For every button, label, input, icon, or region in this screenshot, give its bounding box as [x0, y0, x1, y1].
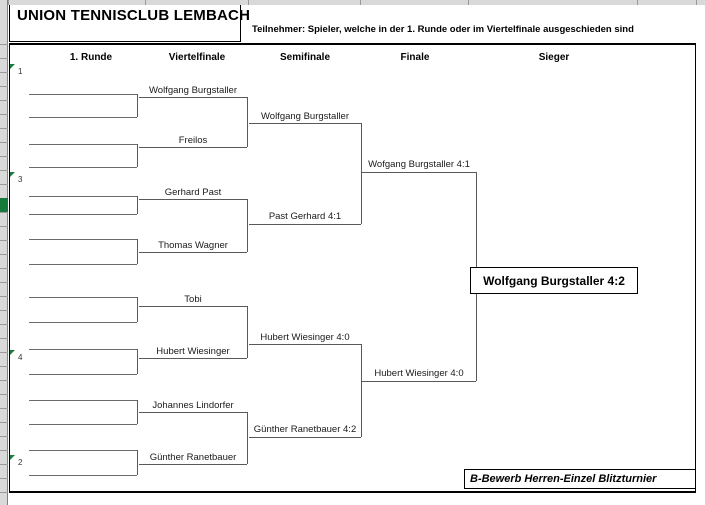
quarterfinal-connector-3	[247, 306, 248, 358]
quarterfinal-line-8	[139, 464, 247, 465]
quarterfinal-connector-1	[247, 97, 248, 147]
quarterfinal-connector-4	[247, 412, 248, 464]
round1-slot-line-11[interactable]	[29, 349, 137, 350]
semifinal-player-4[interactable]: Günther Ranetbauer 4:2	[253, 424, 357, 435]
error-triangle-icon	[10, 350, 15, 355]
column-header-runde1: 1. Runde	[69, 52, 113, 63]
seed-marker-2: 2	[10, 455, 36, 469]
round1-connector-1	[137, 94, 138, 117]
round1-slot-line-13[interactable]	[29, 400, 137, 401]
error-triangle-icon	[10, 455, 15, 460]
round1-slot-line-15[interactable]	[29, 450, 137, 451]
round1-slot-line-6[interactable]	[29, 214, 137, 215]
round1-connector-5	[137, 297, 138, 322]
final-player-2[interactable]: Hubert Wiesinger 4:0	[374, 368, 464, 379]
winner-box[interactable]: Wolfgang Burgstaller 4:2	[470, 267, 638, 294]
semifinal-connector-2	[361, 344, 362, 437]
row-header-gutter[interactable]	[0, 0, 8, 505]
semifinal-line-1	[249, 123, 361, 124]
round1-slot-line-10[interactable]	[29, 322, 137, 323]
quarterfinal-line-3	[139, 199, 247, 200]
round1-slot-line-2[interactable]	[29, 117, 137, 118]
quarterfinal-line-6	[139, 358, 247, 359]
header-divider	[9, 43, 696, 45]
semifinal-line-4	[249, 437, 361, 438]
semifinal-line-3	[249, 344, 361, 345]
round1-slot-line-16[interactable]	[29, 475, 137, 476]
seed-marker-1: 1	[10, 64, 36, 78]
quarterfinal-player-4[interactable]: Thomas Wagner	[158, 240, 228, 251]
quarterfinal-line-4	[139, 252, 247, 253]
round1-slot-line-4[interactable]	[29, 167, 137, 168]
seed-marker-3: 3	[10, 172, 36, 186]
round1-slot-line-1[interactable]	[29, 94, 137, 95]
quarterfinal-player-1[interactable]: Wolfgang Burgstaller	[148, 85, 237, 96]
seed-number: 1	[18, 67, 23, 76]
round1-connector-6	[137, 349, 138, 374]
seed-marker-4: 4	[10, 350, 36, 364]
column-header-sieger: Sieger	[538, 52, 570, 63]
round1-connector-3	[137, 196, 138, 214]
seed-number: 2	[18, 458, 23, 467]
round1-slot-line-9[interactable]	[29, 297, 137, 298]
tournament-type-label: B-Bewerb Herren-Einzel Blitzturnier	[470, 473, 657, 485]
round1-slot-line-3[interactable]	[29, 144, 137, 145]
column-header-finale: Finale	[400, 52, 430, 63]
quarterfinal-line-5	[139, 306, 247, 307]
round1-slot-line-8[interactable]	[29, 264, 137, 265]
page-title: UNION TENNISCLUB LEMBACH	[17, 7, 251, 24]
semifinal-connector-1	[361, 123, 362, 224]
club-title-box: UNION TENNISCLUB LEMBACH	[9, 5, 250, 42]
semifinal-player-1[interactable]: Wolfgang Burgstaller	[260, 111, 349, 122]
quarterfinal-line-7	[139, 412, 247, 413]
quarterfinal-player-7[interactable]: Johannes Lindorfer	[152, 400, 234, 411]
quarterfinal-connector-2	[247, 199, 248, 252]
quarterfinal-player-5[interactable]: Tobi	[184, 294, 202, 305]
quarterfinal-line-1	[139, 97, 247, 98]
final-line-1	[362, 172, 476, 173]
column-header-gutter[interactable]	[0, 0, 705, 5]
seed-number: 4	[18, 353, 23, 362]
footer-divider	[9, 491, 696, 493]
final-line-2	[362, 381, 476, 382]
quarterfinal-player-2[interactable]: Freilos	[178, 135, 208, 146]
semifinal-line-2	[249, 224, 361, 225]
quarterfinal-player-8[interactable]: Günther Ranetbauer	[149, 452, 237, 463]
round1-slot-line-5[interactable]	[29, 196, 137, 197]
subtitle-note: Teilnehmer: Spieler, welche in der 1. Ru…	[252, 24, 634, 35]
semifinal-player-3[interactable]: Hubert Wiesinger 4:0	[260, 332, 350, 343]
seed-number: 3	[18, 175, 23, 184]
winner-name: Wolfgang Burgstaller 4:2	[483, 273, 625, 288]
round1-slot-line-12[interactable]	[29, 374, 137, 375]
quarterfinal-line-2	[139, 147, 247, 148]
column-header-viertelfinale: Viertelfinale	[168, 52, 226, 63]
round1-slot-line-14[interactable]	[29, 424, 137, 425]
round1-connector-8	[137, 450, 138, 475]
round1-connector-2	[137, 144, 138, 167]
final-player-1[interactable]: Wofgang Burgstaller 4:1	[368, 159, 470, 170]
round1-slot-line-7[interactable]	[29, 239, 137, 240]
error-triangle-icon	[10, 64, 15, 69]
quarterfinal-player-3[interactable]: Gerhard Past	[164, 187, 222, 198]
error-triangle-icon	[10, 172, 15, 177]
tournament-type-badge: B-Bewerb Herren-Einzel Blitzturnier	[464, 469, 696, 489]
semifinal-player-2[interactable]: Past Gerhard 4:1	[268, 211, 342, 222]
round1-connector-4	[137, 239, 138, 264]
round1-connector-7	[137, 400, 138, 424]
quarterfinal-player-6[interactable]: Hubert Wiesinger	[156, 346, 230, 357]
column-header-semifinale: Semifinale	[279, 52, 331, 63]
